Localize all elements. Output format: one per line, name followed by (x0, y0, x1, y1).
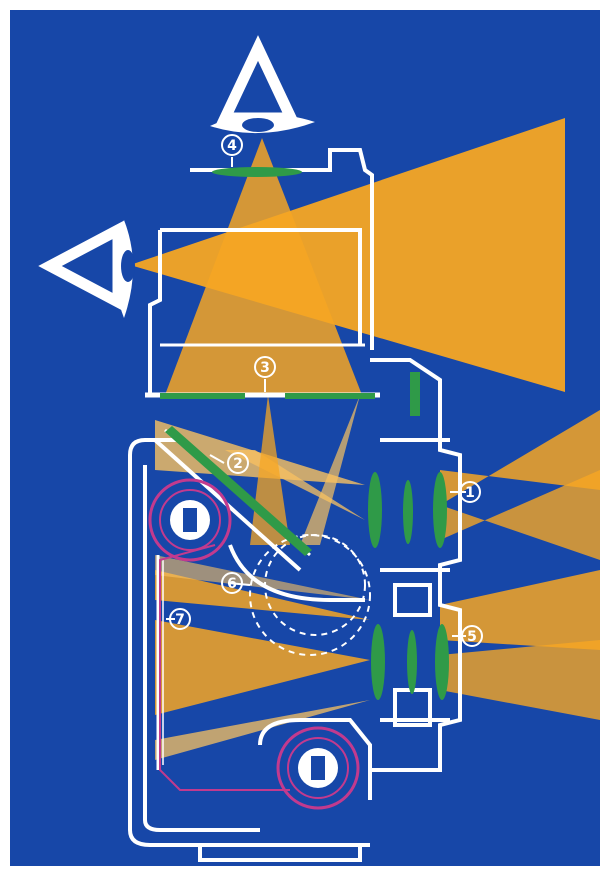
callout-number: 2 (233, 456, 243, 472)
upper-lens-1 (368, 472, 382, 548)
lower-lens-1 (371, 624, 385, 700)
focusing-screen-right (285, 393, 375, 399)
lower-lens-2 (407, 630, 417, 694)
callout-number: 1 (465, 485, 475, 501)
callout-number: 7 (175, 612, 185, 628)
eyepiece-lens (212, 167, 302, 177)
lower-lens-3 (435, 624, 449, 700)
callout-number: 5 (467, 629, 477, 645)
viewfinder-element (410, 372, 420, 416)
focusing-screen-left (160, 393, 245, 399)
upper-lens-3 (433, 472, 447, 548)
callout-number: 4 (227, 138, 237, 154)
upper-lens-2 (403, 480, 413, 544)
callout-number: 3 (260, 360, 270, 376)
